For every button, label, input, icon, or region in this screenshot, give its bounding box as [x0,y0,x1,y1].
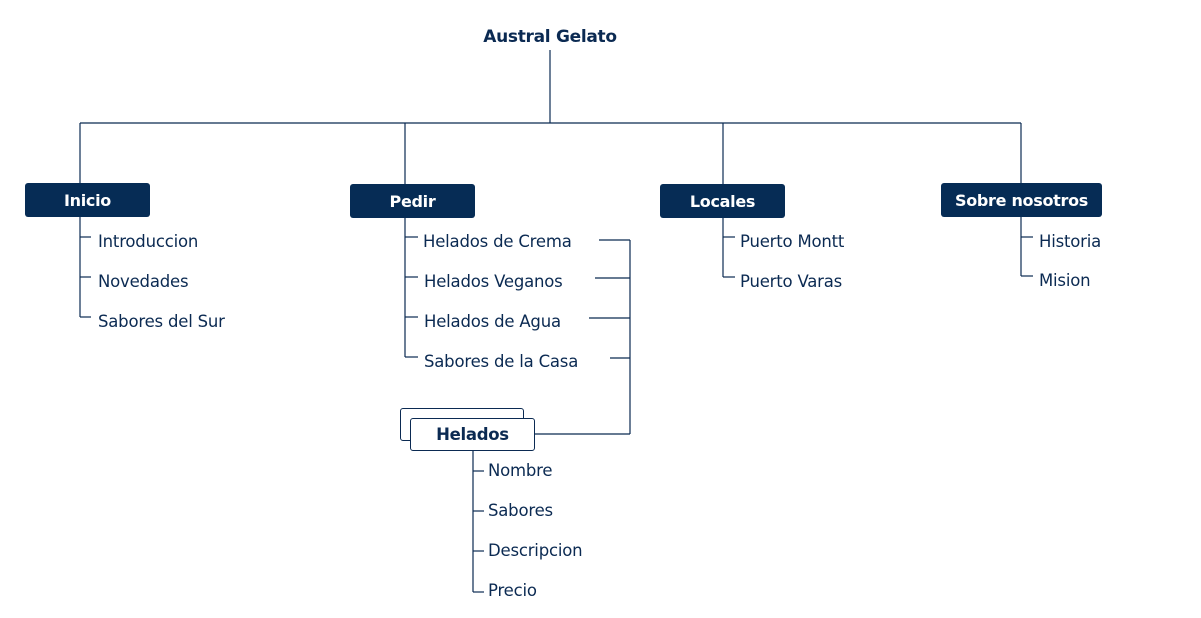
pedir-item-helados-de-crema: Helados de Crema [423,232,572,251]
locales-item-puerto-montt: Puerto Montt [740,232,845,251]
inicio-item-introduccion: Introduccion [98,232,199,251]
inicio-item-novedades: Novedades [98,272,189,291]
locales-item-puerto-varas: Puerto Varas [740,272,843,291]
site-root-title: Austral Gelato [483,27,617,47]
entity-field-descripcion: Descripcion [488,541,583,560]
section-locales: Locales [660,184,785,218]
entity-field-sabores: Sabores [488,501,553,520]
section-inicio: Inicio [25,183,150,217]
entity-helados: Helados [410,418,535,451]
pedir-item-helados-de-agua: Helados de Agua [424,312,561,331]
pedir-item-sabores-de-la-casa: Sabores de la Casa [424,352,579,371]
sobre-item-mision: Mision [1039,271,1091,290]
section-pedir: Pedir [350,184,475,218]
inicio-item-sabores-del-sur: Sabores del Sur [98,312,225,331]
section-sobre-nosotros: Sobre nosotros [941,183,1102,217]
entity-field-precio: Precio [488,581,537,600]
entity-field-nombre: Nombre [488,461,553,480]
sobre-item-historia: Historia [1039,232,1102,251]
pedir-item-helados-veganos: Helados Veganos [424,272,563,291]
